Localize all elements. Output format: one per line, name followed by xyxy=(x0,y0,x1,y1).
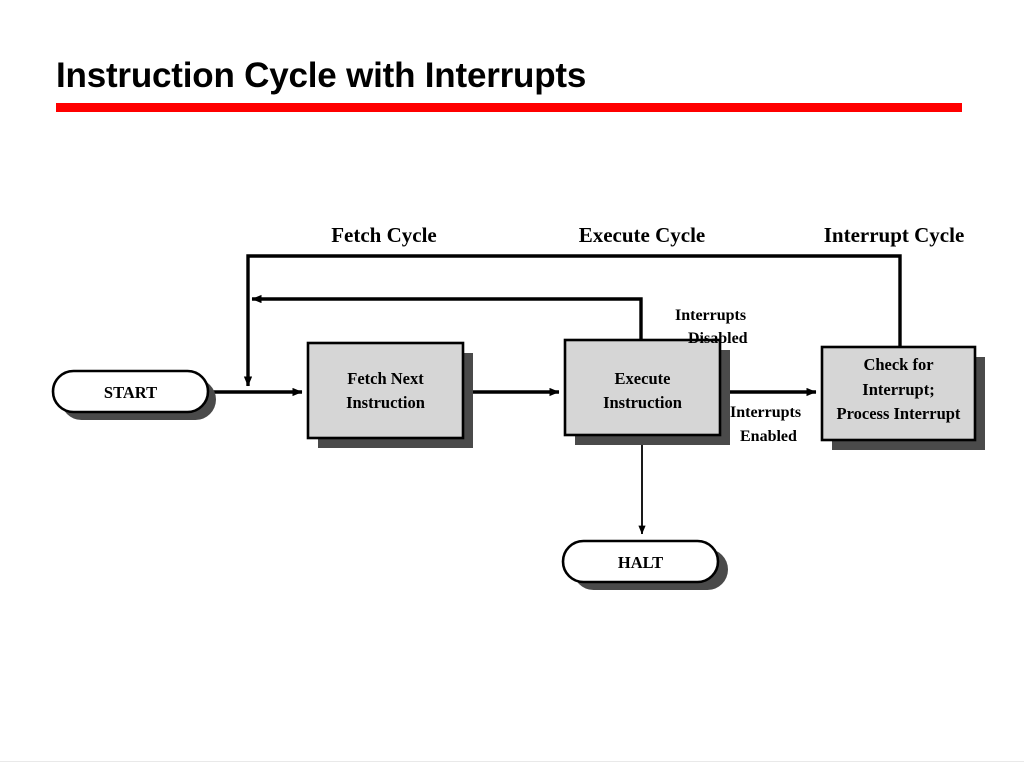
node-execute-instruction[interactable]: Execute Instruction xyxy=(563,338,730,445)
cycle-label-interrupt-text: Interrupt Cycle xyxy=(824,223,965,247)
cycle-label-fetch: Fetch Cycle xyxy=(331,223,437,247)
node-check-for-interrupt-label-line1: Check for xyxy=(863,355,933,374)
node-start[interactable]: START xyxy=(51,369,216,420)
cycle-label-execute: Execute Cycle xyxy=(579,223,706,247)
title-underline-rule xyxy=(56,103,962,112)
node-halt-shape xyxy=(561,539,720,584)
node-start-label: START xyxy=(104,383,157,402)
footer-divider xyxy=(0,761,1024,762)
node-execute-instruction-label-line1: Execute xyxy=(615,369,671,388)
edge-label-interrupts-enabled-line1: Interrupts xyxy=(730,404,801,421)
node-start-shape xyxy=(51,369,210,414)
node-execute-instruction-shape xyxy=(563,338,722,437)
node-check-for-interrupt-shape xyxy=(820,345,977,442)
edge-execute-back-to-fetch xyxy=(251,294,643,340)
cycle-label-fetch-text: Fetch Cycle xyxy=(331,223,437,247)
edge-check-back-to-fetch xyxy=(243,254,902,387)
node-fetch-next-instruction-shape xyxy=(306,341,465,440)
edge-check-back-to-fetch-line xyxy=(243,254,902,387)
node-check-for-interrupt-label-line3: Process Interrupt xyxy=(837,404,961,423)
node-execute-instruction-label-line2: Instruction xyxy=(603,393,682,412)
page-title: Instruction Cycle with Interrupts xyxy=(56,56,587,95)
edge-label-interrupts-disabled-line2: Disabled xyxy=(688,330,748,347)
node-check-for-interrupt-label-line2: Interrupt; xyxy=(862,380,934,399)
edge-label-interrupts-disabled: Interrupts Disabled xyxy=(675,307,748,347)
cycle-label-execute-text: Execute Cycle xyxy=(579,223,706,247)
node-halt-label: HALT xyxy=(618,553,663,572)
edge-label-interrupts-enabled: Interrupts Enabled xyxy=(730,404,801,445)
edge-label-interrupts-enabled-line2: Enabled xyxy=(740,428,797,445)
node-check-for-interrupt[interactable]: Check for Interrupt; Process Interrupt xyxy=(820,345,985,450)
edge-label-interrupts-disabled-line1: Interrupts xyxy=(675,307,746,324)
node-fetch-next-instruction[interactable]: Fetch Next Instruction xyxy=(306,341,473,448)
node-fetch-next-instruction-label-line1: Fetch Next xyxy=(347,369,424,388)
node-halt[interactable]: HALT xyxy=(561,539,728,590)
edge-execute-back-to-fetch-line xyxy=(251,294,643,340)
cycle-label-interrupt: Interrupt Cycle xyxy=(824,223,965,247)
node-fetch-next-instruction-label-line2: Instruction xyxy=(346,393,425,412)
